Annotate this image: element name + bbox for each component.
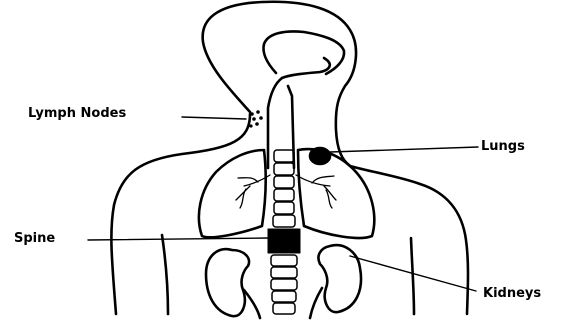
spine-lesion — [268, 229, 300, 253]
bronchi — [236, 175, 336, 208]
spine-lower-vertebrae — [271, 255, 297, 314]
lymph-nodes-leader — [182, 117, 246, 119]
lymph-node-dots — [249, 110, 262, 127]
lung-tumor — [310, 148, 330, 164]
left-kidney — [206, 249, 249, 316]
head-neck-outline — [203, 2, 356, 166]
airway-tube — [268, 78, 294, 168]
airway-top — [282, 58, 330, 78]
right-inner-arm — [411, 238, 414, 314]
left-lung — [199, 150, 266, 237]
nasal-cavity — [264, 31, 345, 74]
lungs-label: Lungs — [481, 140, 525, 154]
leader-lines — [88, 117, 478, 291]
kidneys-label: Kidneys — [483, 287, 541, 301]
right-kidney — [318, 245, 361, 312]
left-inner-arm — [162, 235, 168, 314]
lungs-leader — [330, 147, 478, 152]
spine-vertebrae — [273, 150, 295, 227]
right-ureter — [310, 288, 322, 318]
spine-leader — [88, 238, 268, 240]
spine-label: Spine — [14, 232, 55, 246]
lymph-nodes-label: Lymph Nodes — [28, 107, 126, 121]
left-ureter — [244, 290, 260, 318]
left-shoulder-arm — [111, 114, 250, 314]
right-lung — [298, 149, 374, 238]
